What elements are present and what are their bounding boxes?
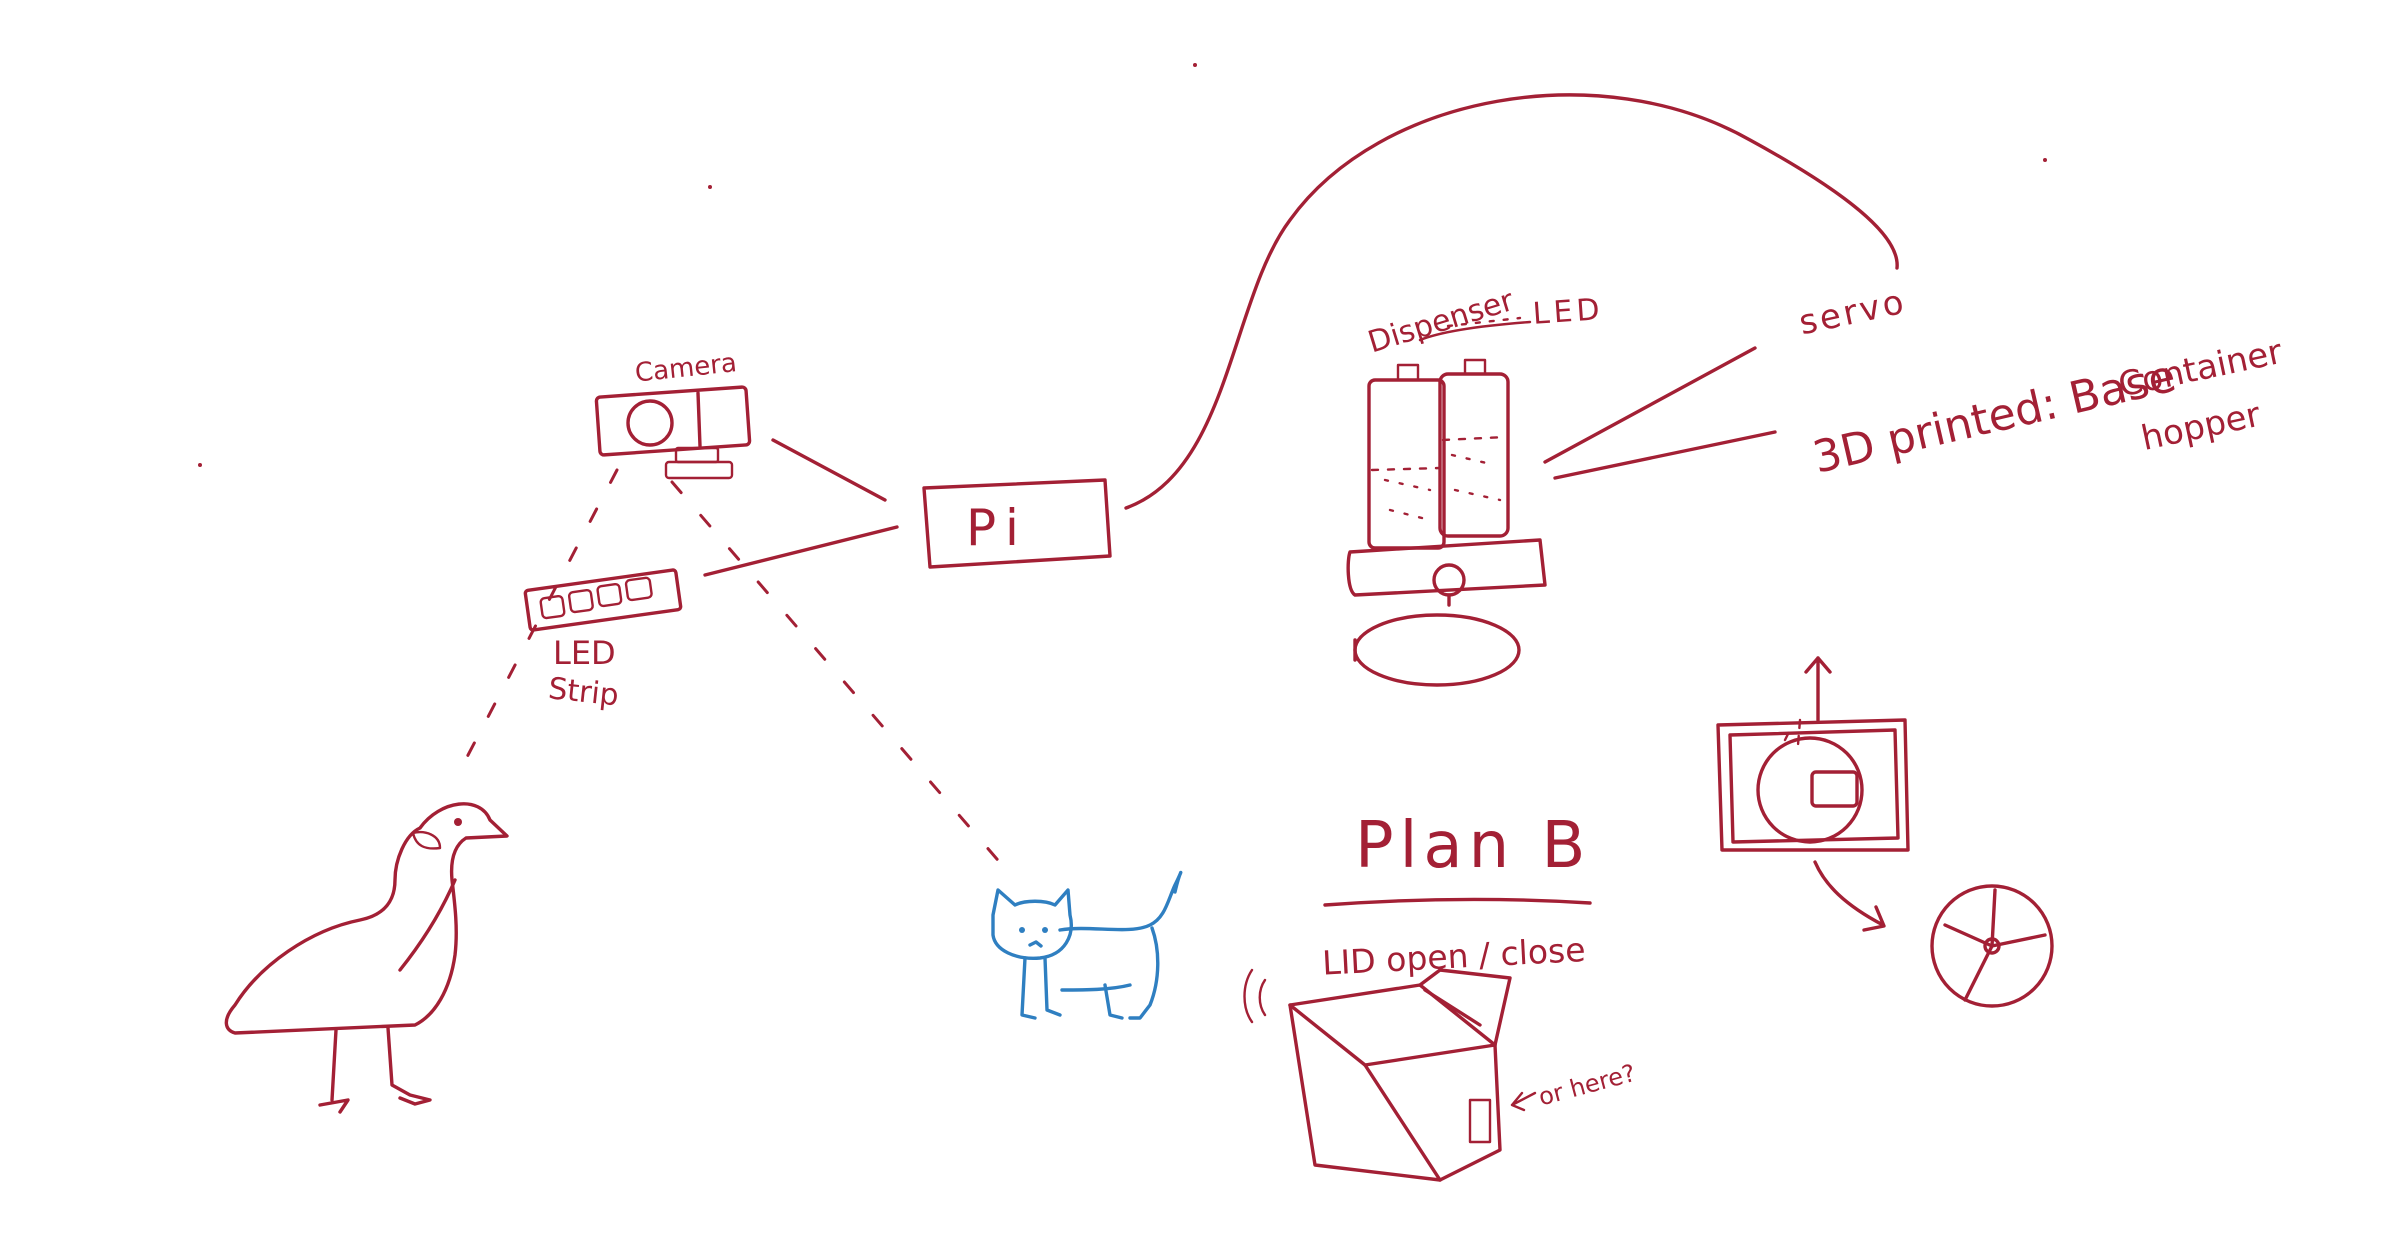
- dispenser-led-label: LED: [1532, 292, 1605, 332]
- plan-b-underline: [1323, 897, 1592, 907]
- mechanism-drawing: [1716, 656, 2054, 1008]
- dispenser-label: Dispenser: [1364, 283, 1518, 361]
- container-label: Container: [2115, 332, 2286, 406]
- camera-drawing: [594, 385, 752, 480]
- pi-box: [922, 478, 1112, 569]
- box-drawing: [1243, 968, 1512, 1182]
- cat-drawing: [991, 870, 1183, 1020]
- or-here-arrow: [1510, 1091, 1537, 1112]
- leader-lines: [1543, 346, 1777, 480]
- camera-label: Camera: [634, 348, 739, 389]
- pi-label: Pi: [966, 499, 1029, 557]
- led-strip-label-line2: Strip: [547, 671, 621, 713]
- dispenser-drawing: [1346, 316, 1547, 687]
- board-specks: [198, 63, 2047, 467]
- goose-drawing: [224, 802, 509, 1114]
- led-strip-label-line1: LED: [553, 634, 616, 672]
- wires: [703, 93, 1899, 577]
- servo-label: servo: [1796, 282, 1910, 344]
- camera-view-lines: [453, 468, 1017, 882]
- led-strip-drawing: [523, 568, 683, 632]
- plan-b-title: Plan B: [1355, 809, 1591, 883]
- or-here-label: or here?: [1536, 1059, 1639, 1112]
- lid-label: LID open / close: [1321, 930, 1586, 983]
